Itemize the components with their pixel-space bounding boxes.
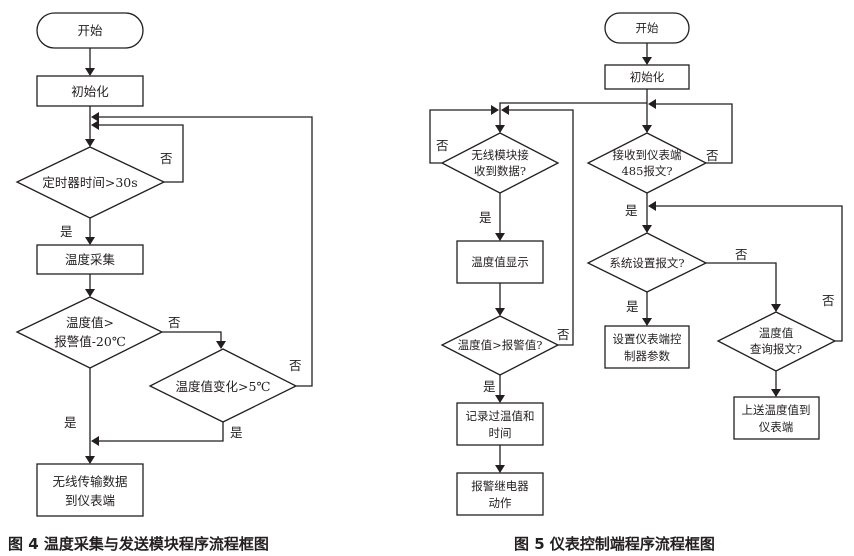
fig4-alarm-yes: 是 [64,415,77,430]
fig4-timer-yes: 是 [60,224,73,239]
fig5-loop-wireless-no [429,105,499,164]
fig5-query-label-1: 温度值 [759,326,794,340]
fig4-loop-change-no [91,112,313,387]
fig5-sys-no: 否 [735,247,748,262]
figure-5: 开始 初始化 无线模块接 收到数据? 否 是 温度值显示 温度值>报警值? 否 … [429,12,843,553]
fig4-transmit-box [36,463,144,517]
fig5-branch-left [495,102,647,133]
fig4-init-box [36,75,144,107]
fig5-set-params-label-2: 制器参数 [624,349,670,363]
fig5-arrow-sys-no [706,262,781,312]
fig4-loop-timer-no [91,120,184,183]
fig5-upload-box [733,396,820,440]
fig5-display-label: 温度值显示 [471,255,529,269]
fig4-start-label: 开始 [77,23,103,38]
fig5-set-params-label-1: 设置仪表端控 [613,332,682,346]
fig5-upload-label-1: 上送温度值到 [742,403,811,417]
fig4-timer-label: 定时器时间>30s [42,175,137,190]
fig5-loop-over-alarm-no [501,105,574,346]
fig5-caption: 图 5 仪表控制端程序流程框图 [514,535,715,553]
fig5-query-label-2: 查询报文? [750,342,802,356]
fig5-over-alarm-no: 否 [557,327,570,342]
fig5-loop-meter-no [648,99,733,164]
fig5-meter-label-2: 485报文? [621,164,672,178]
fig5-relay-box [456,472,544,516]
figure-4: 开始 初始化 定时器时间>30s 否 是 温度采集 温度值> 报警值-20℃ 否… [8,12,313,553]
fig5-init-label: 初始化 [630,70,665,84]
fig4-arrow-change-yes [91,422,224,446]
fig4-collect-label: 温度采集 [65,252,116,267]
fig4-change-no: 否 [289,358,302,373]
fig5-relay-label-2: 动作 [489,496,512,510]
fig4-alarm-no: 否 [168,315,181,330]
fig5-meter-label-1: 接收到仪表端 [613,148,682,162]
fig5-wireless-label-2: 收到数据? [474,164,526,178]
fig4-timer-no: 否 [160,151,173,166]
fig5-wireless-no: 否 [436,138,449,153]
fig5-relay-label-1: 报警继电器 [471,479,529,493]
fig5-init-box [604,64,690,90]
fig4-change-label: 温度值变化>5℃ [176,379,271,394]
fig5-upload-label-2: 仪表端 [759,420,794,434]
fig5-record-label-2: 时间 [489,426,512,440]
fig5-over-alarm-label: 温度值>报警值? [458,338,543,352]
fig4-change-yes: 是 [230,425,243,440]
fig4-arrow-alarm-no [162,331,226,349]
fig5-record-label-1: 记录过温值和 [466,409,535,423]
fig5-meter-yes: 是 [625,203,638,218]
fig5-display-box [456,240,544,284]
fig4-transmit-label-1: 无线传输数据 [52,474,127,489]
fig4-alarm-label-2: 报警值-20℃ [54,334,126,349]
fig5-wireless-label-1: 无线模块接 [471,148,529,162]
fig4-alarm-label-1: 温度值> [66,315,114,330]
fig5-wireless-decision [440,132,560,194]
fig5-sys-yes: 是 [626,299,639,314]
fig5-loop-query-no [648,201,843,342]
fig5-record-box [456,402,544,446]
fig5-over-alarm-yes: 是 [483,379,496,394]
fig5-meter-no: 否 [706,148,719,163]
fig5-meter-decision [586,132,708,194]
fig4-caption: 图 4 温度采集与发送模块程序流程框图 [8,535,269,553]
fig5-start-label: 开始 [636,21,659,35]
fig4-init-label: 初始化 [71,84,109,99]
fig4-alarm-decision [15,296,164,369]
fig5-query-no: 否 [822,293,835,308]
fig4-transmit-label-2: 到仪表端 [65,493,115,508]
fig5-sys-label: 系统设置报文? [609,256,684,270]
fig5-wireless-yes: 是 [479,210,492,225]
fig5-set-params-box [604,325,690,369]
